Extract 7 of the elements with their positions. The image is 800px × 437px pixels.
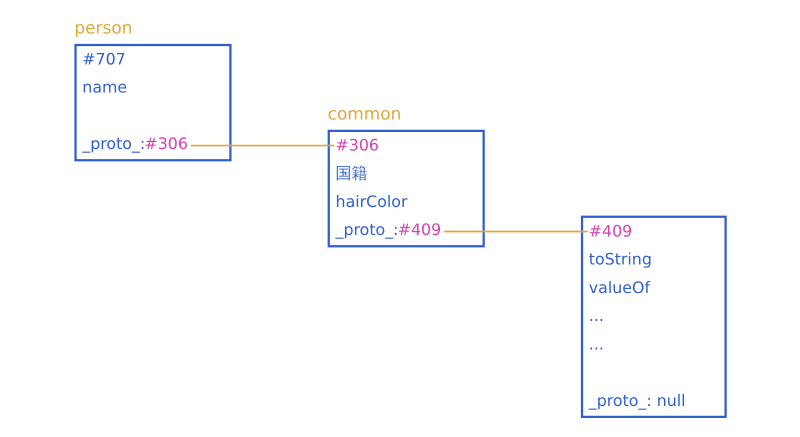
connector xyxy=(190,144,334,146)
node-box: #306 国籍 hairColor _proto_:#409 xyxy=(328,130,485,248)
node-box: #409 toString valueOf ... ... _proto_: null xyxy=(580,216,727,418)
connector xyxy=(444,230,588,232)
node-label: common xyxy=(328,104,402,124)
node-label: person xyxy=(74,18,132,38)
node-box: #707 name _proto_:#306 xyxy=(74,44,232,162)
